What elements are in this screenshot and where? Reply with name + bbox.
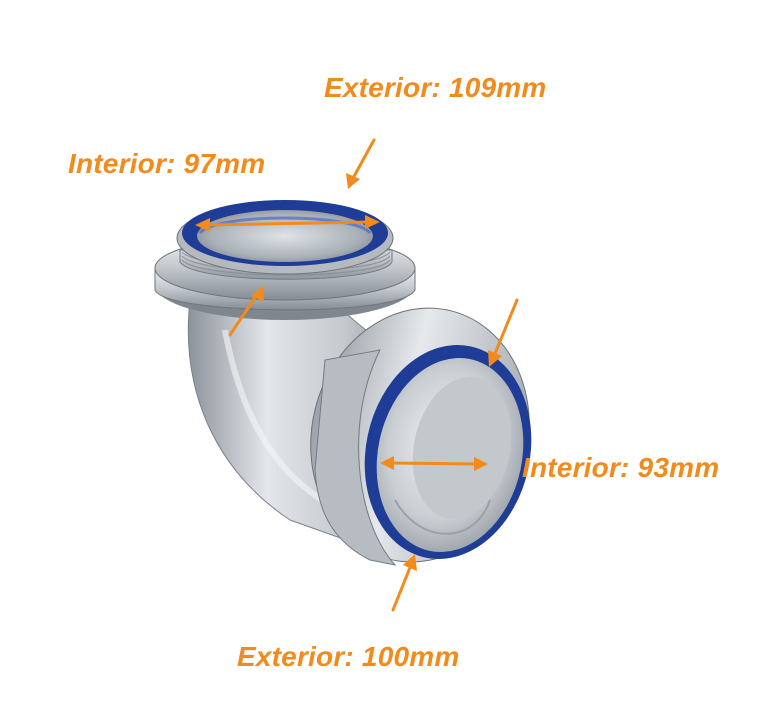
bottom-exterior-label: Exterior: 100mm	[237, 641, 460, 672]
top-interior-arrow	[195, 215, 380, 232]
bottom-exterior-arrow	[391, 554, 417, 612]
top-locknut	[154, 200, 416, 320]
side-coupling-nut	[310, 307, 532, 566]
side-interior-arrow	[380, 456, 488, 471]
dimension-arrows	[195, 138, 519, 612]
side-interior-label: Interior: 93mm	[522, 452, 720, 483]
top-exterior-label: Exterior: 109mm	[324, 72, 547, 103]
side-exterior-arrow	[488, 298, 519, 367]
top-interior-label: Interior: 97mm	[68, 148, 266, 179]
top-nut-arrow	[228, 286, 264, 337]
top-exterior-arrow	[346, 138, 376, 189]
